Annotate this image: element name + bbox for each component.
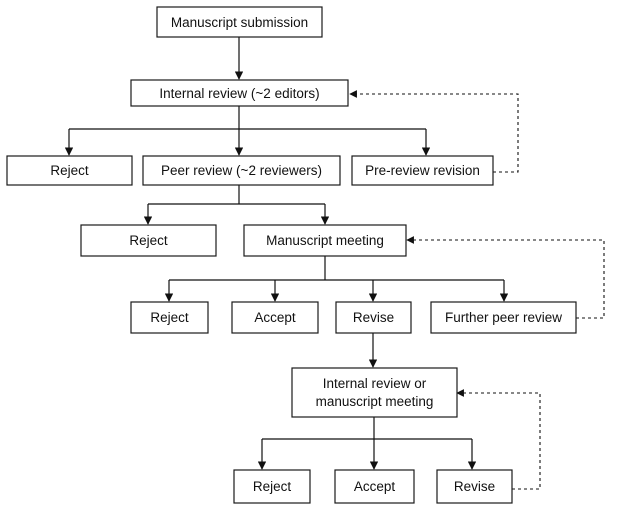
node-label: Peer review (~2 reviewers) bbox=[161, 163, 322, 178]
flow-connectors bbox=[64, 37, 509, 470]
node-reject-1: Reject bbox=[6, 155, 133, 186]
node-accept-1: Accept bbox=[231, 301, 319, 334]
node-peer-review: Peer review (~2 reviewers) bbox=[142, 155, 341, 186]
node-further-peer-review: Further peer review bbox=[430, 301, 577, 334]
node-label: Revise bbox=[353, 310, 394, 325]
node-internal-review: Internal review (~2 editors) bbox=[130, 79, 349, 107]
node-revise-1: Revise bbox=[335, 301, 412, 334]
feedback-loops bbox=[349, 90, 605, 490]
node-label-line-1: Internal review or bbox=[323, 376, 427, 391]
node-internal-review-or-meeting: Internal review or manuscript meeting bbox=[291, 367, 458, 418]
loop-pre-review-revision-to-internal-review bbox=[349, 90, 519, 173]
node-label: Reject bbox=[253, 479, 292, 494]
node-label: Manuscript submission bbox=[171, 15, 308, 30]
node-label: Reject bbox=[150, 310, 189, 325]
node-label: Accept bbox=[354, 479, 396, 494]
node-reject-2: Reject bbox=[80, 224, 217, 257]
node-label: Manuscript meeting bbox=[266, 233, 384, 248]
node-label: Reject bbox=[129, 233, 168, 248]
node-label: Internal review (~2 editors) bbox=[159, 86, 319, 101]
node-pre-review-revision: Pre-review revision bbox=[351, 155, 494, 186]
loop-further-peer-review-to-meeting bbox=[406, 236, 605, 319]
node-label: Revise bbox=[454, 479, 495, 494]
node-label: Pre-review revision bbox=[365, 163, 480, 178]
node-manuscript-submission: Manuscript submission bbox=[156, 6, 323, 38]
node-label: Further peer review bbox=[445, 310, 562, 325]
node-manuscript-meeting: Manuscript meeting bbox=[243, 224, 407, 257]
loop-revise-to-internal-review-or-meeting bbox=[456, 389, 541, 490]
node-label-line-2: manuscript meeting bbox=[316, 394, 434, 409]
node-reject-3: Reject bbox=[130, 301, 209, 334]
node-revise-2: Revise bbox=[436, 469, 513, 504]
node-reject-4: Reject bbox=[233, 469, 311, 504]
node-accept-2: Accept bbox=[334, 469, 415, 504]
node-label: Accept bbox=[254, 310, 296, 325]
node-label: Reject bbox=[50, 163, 89, 178]
